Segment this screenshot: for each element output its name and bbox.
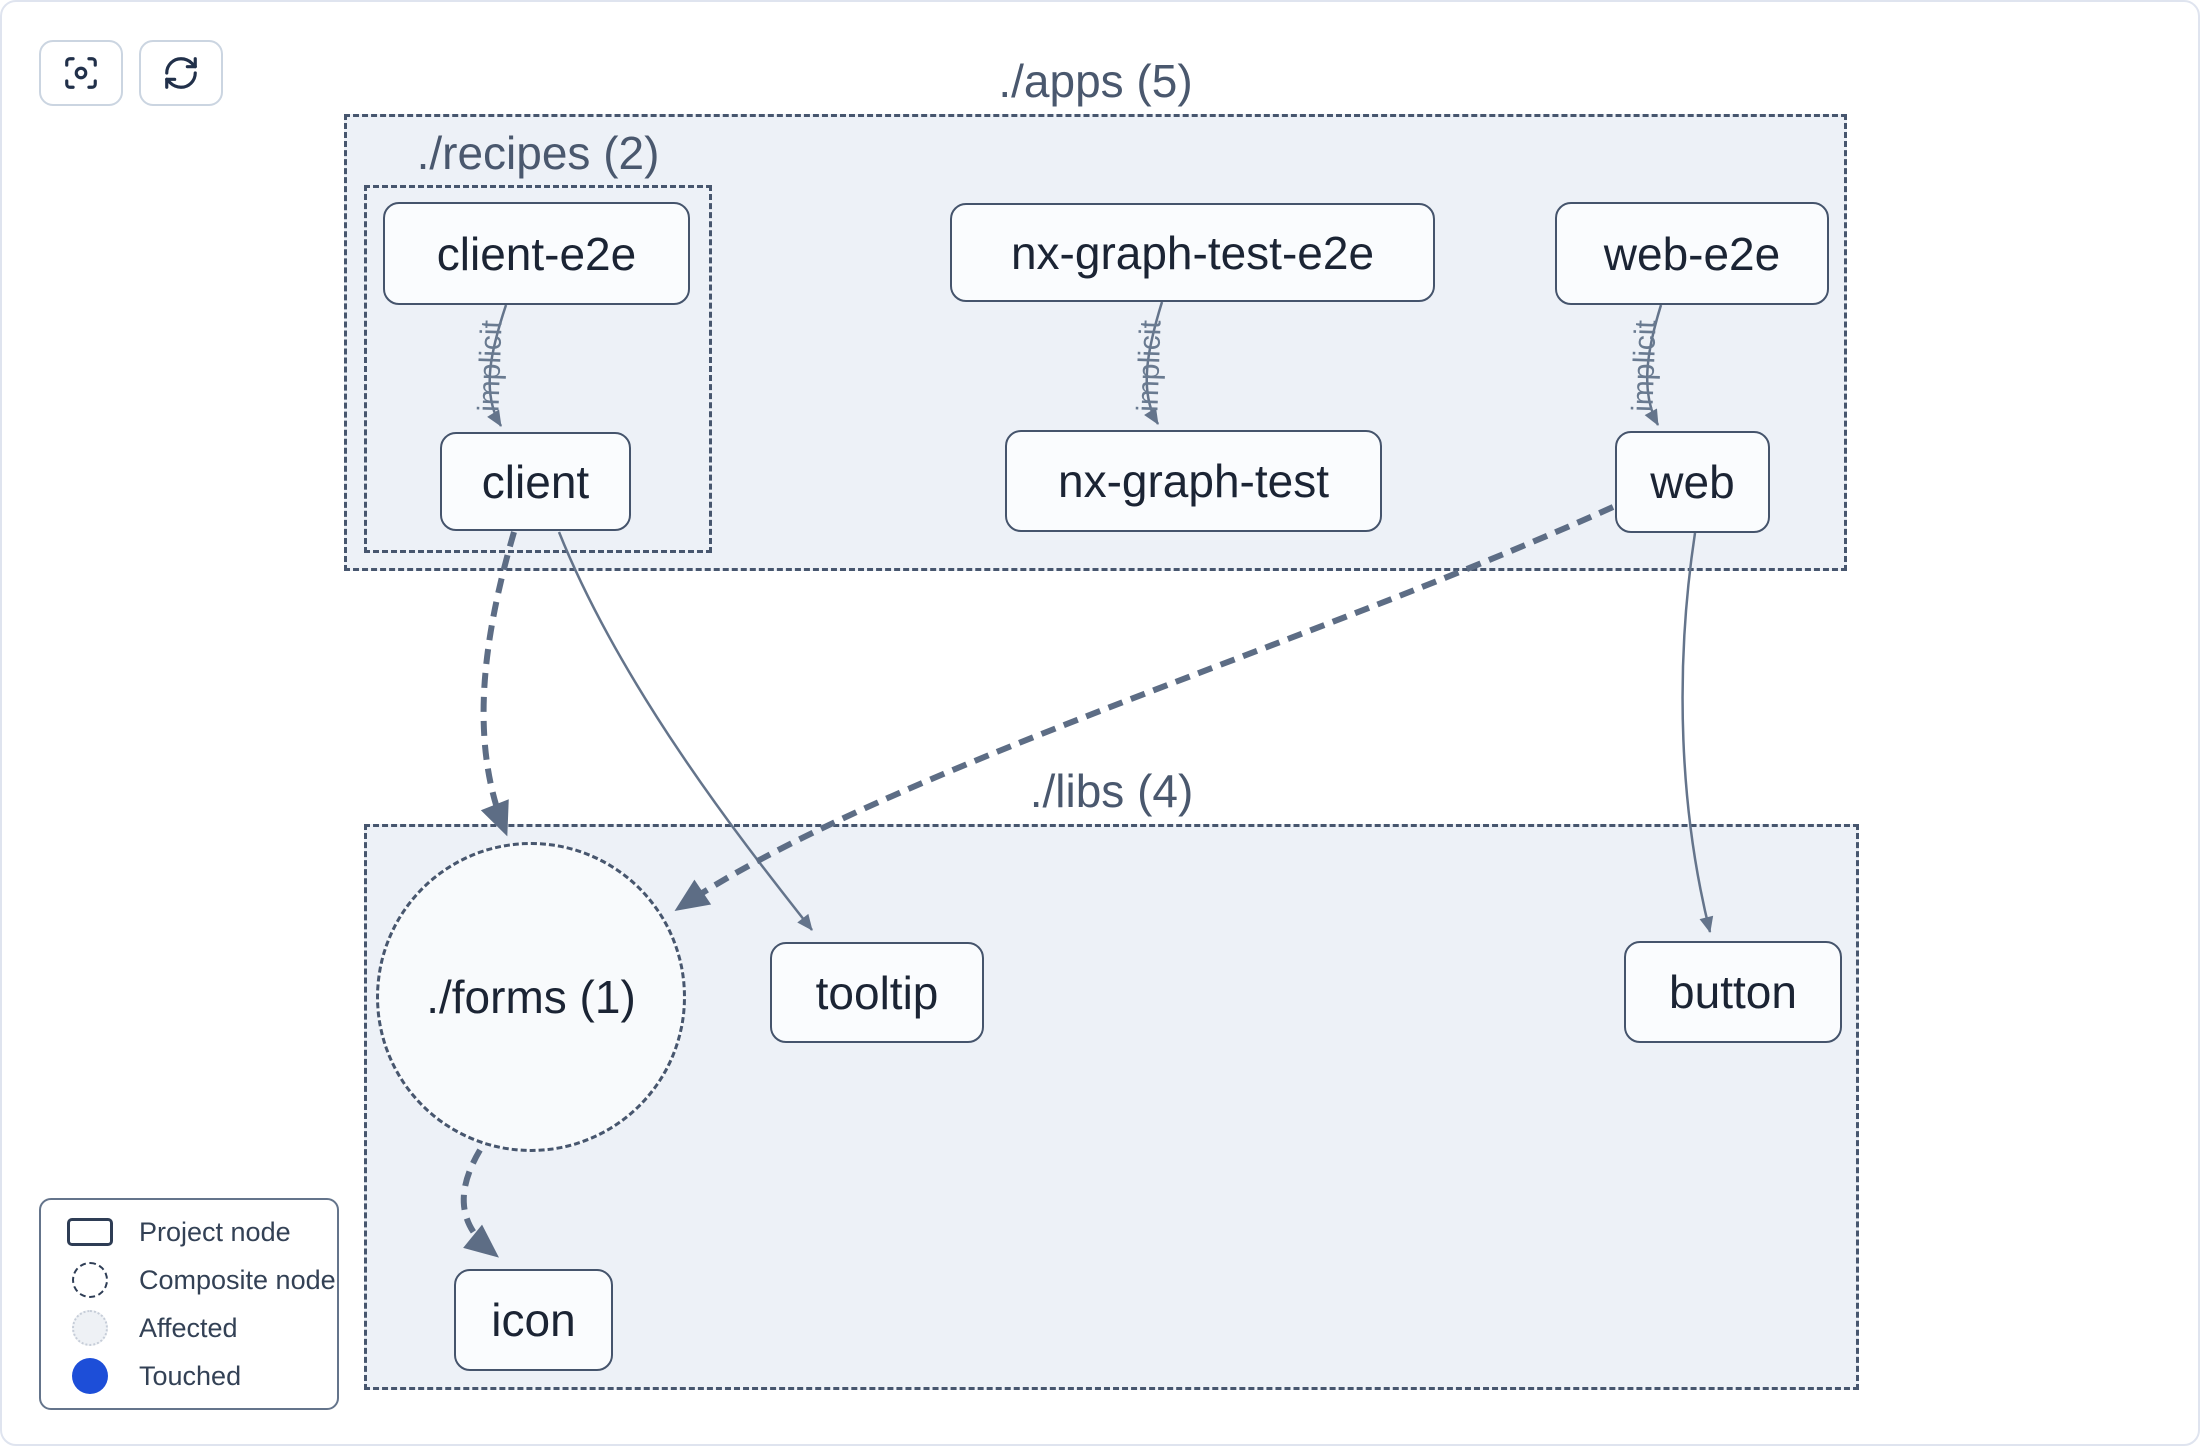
node-client[interactable]: client	[440, 432, 631, 531]
legend-item-affected: Affected	[41, 1306, 337, 1350]
legend: Project node Composite node Affected Tou…	[39, 1198, 339, 1410]
node-web-label: web	[1650, 456, 1735, 508]
legend-affected-label: Affected	[139, 1312, 238, 1343]
legend-item-project-node: Project node	[41, 1210, 337, 1254]
group-recipes[interactable]	[364, 185, 712, 553]
node-icon-label: icon	[491, 1294, 576, 1346]
composite-node-forms-label: ./forms (1)	[426, 971, 636, 1023]
legend-item-composite-node: Composite node	[41, 1258, 337, 1302]
node-button-label: button	[1669, 966, 1797, 1018]
focus-graph-button[interactable]	[39, 40, 123, 106]
group-libs-label: ./libs (4)	[1029, 765, 1194, 817]
node-nx-graph-test[interactable]: nx-graph-test	[1005, 430, 1382, 532]
node-web[interactable]: web	[1615, 431, 1770, 533]
legend-project-node-label: Project node	[139, 1216, 291, 1247]
node-tooltip[interactable]: tooltip	[770, 942, 984, 1043]
project-node-icon	[67, 1218, 113, 1246]
node-tooltip-label: tooltip	[815, 966, 939, 1019]
node-button[interactable]: button	[1624, 941, 1842, 1043]
refresh-icon	[162, 54, 200, 92]
focus-icon	[62, 54, 100, 92]
legend-touched-label: Touched	[139, 1360, 242, 1391]
node-client-label: client	[481, 455, 590, 508]
node-web-e2e-label: web-e2e	[1603, 227, 1781, 280]
edge-label-implicit-nx-graph-test: implicit	[1131, 319, 1168, 413]
edge-label-implicit-client: implicit	[472, 319, 509, 413]
node-web-e2e[interactable]: web-e2e	[1555, 202, 1829, 305]
node-nx-graph-test-e2e-label: nx-graph-test-e2e	[1010, 226, 1375, 279]
refresh-graph-button[interactable]	[139, 40, 223, 106]
node-client-e2e-label: client-e2e	[436, 227, 637, 280]
legend-touched-dot	[72, 1358, 108, 1394]
edge-label-implicit-web: implicit	[1626, 319, 1663, 413]
node-client-e2e[interactable]: client-e2e	[383, 202, 690, 305]
node-nx-graph-test-e2e[interactable]: nx-graph-test-e2e	[950, 203, 1435, 302]
node-icon[interactable]: icon	[454, 1269, 613, 1371]
legend-composite-node-label: Composite node	[139, 1264, 336, 1295]
composite-node-forms[interactable]: ./forms (1)	[376, 842, 686, 1152]
legend-item-touched: Touched	[41, 1354, 337, 1398]
edge-client-to-forms	[480, 531, 517, 837]
node-nx-graph-test-label: nx-graph-test	[1057, 455, 1329, 507]
affected-icon	[72, 1310, 108, 1346]
composite-node-icon	[72, 1262, 108, 1298]
group-apps-label: ./apps (5)	[998, 55, 1193, 107]
